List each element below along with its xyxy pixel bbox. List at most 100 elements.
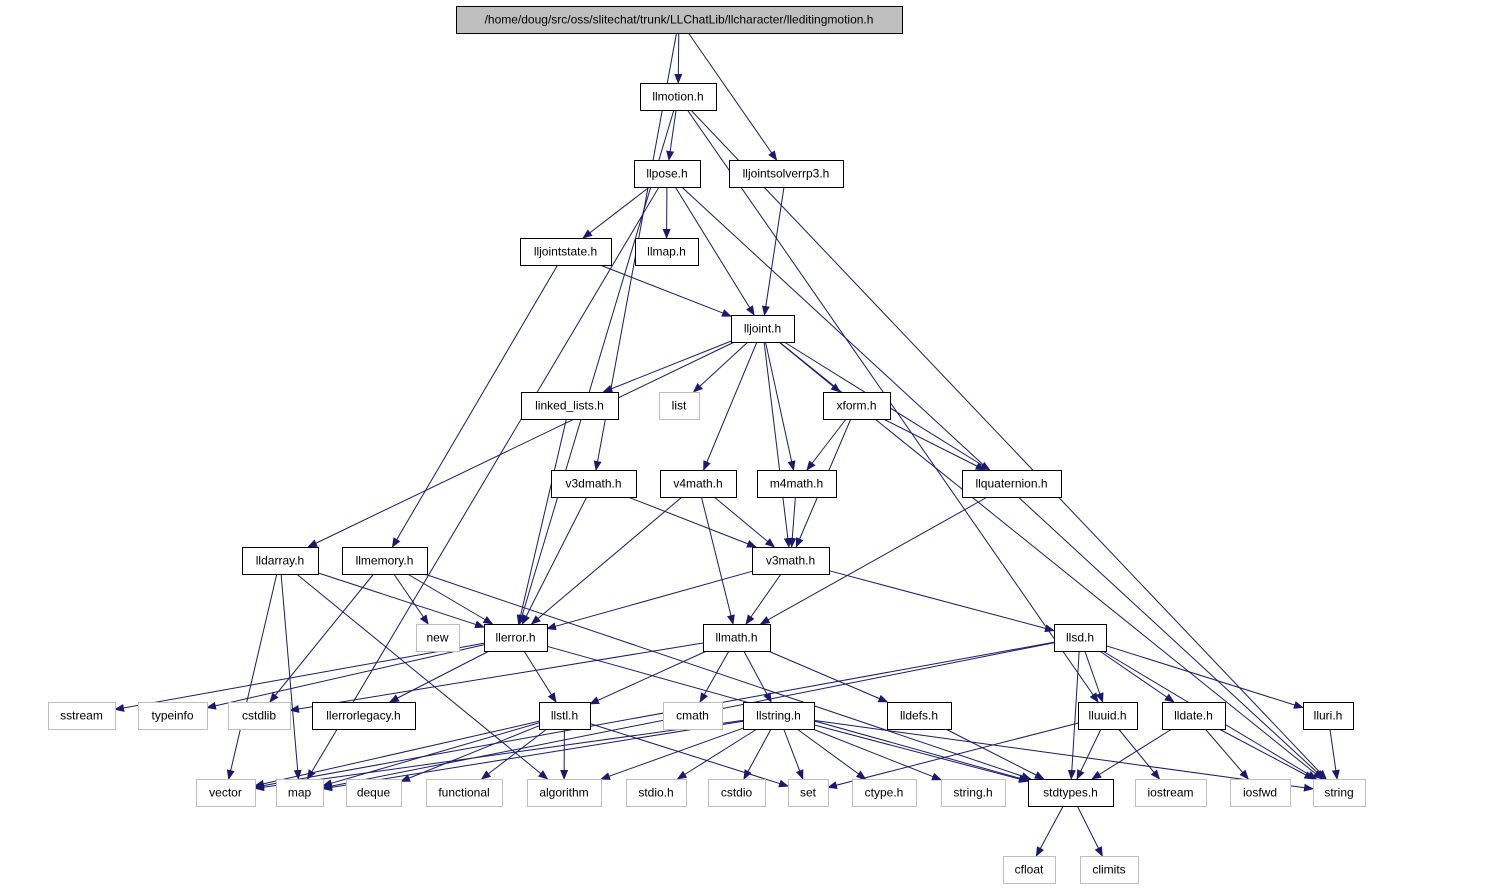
node-llerrorlegacy[interactable]: llerrorlegacy.h [312, 702, 416, 730]
node-lldate[interactable]: lldate.h [1162, 702, 1226, 730]
node-lljointstate[interactable]: lljointstate.h [520, 238, 612, 266]
node-ctype: ctype.h [852, 779, 917, 807]
node-label: llerrorlegacy.h [326, 709, 400, 723]
edge-llpose-to-lljointstate [582, 186, 650, 239]
node-label: stdio.h [638, 786, 673, 800]
node-label: algorithm [539, 786, 588, 800]
node-v3math[interactable]: v3math.h [752, 547, 830, 575]
node-box [626, 779, 687, 807]
node-label: vector [209, 786, 242, 800]
node-llmath[interactable]: llmath.h [703, 624, 771, 652]
edge-llmath-to-lldefs [767, 650, 889, 703]
node-label: typeinfo [151, 709, 193, 723]
edge-lljointstate-to-lljoint [599, 264, 732, 317]
node-box [743, 702, 815, 730]
edge-llmath-to-llstl [589, 650, 707, 705]
node-label: v3dmath.h [565, 477, 621, 491]
node-box [729, 160, 844, 188]
edge-lljointstate-to-llmemory [391, 264, 559, 548]
node-box [228, 702, 291, 730]
node-lldefs[interactable]: lldefs.h [887, 702, 952, 730]
node-llmotion[interactable]: llmotion.h [640, 83, 717, 111]
edge-lldate-to-string [1218, 728, 1315, 780]
node-box [887, 702, 952, 730]
edge-v3math-to-llerror [546, 570, 753, 631]
node-box [1028, 779, 1114, 807]
node-linked-lists[interactable]: linked_lists.h [521, 392, 619, 420]
edge-llmotion-to-llpose [666, 109, 677, 161]
edge-v3math-to-llmath [745, 573, 782, 625]
edge-llstring-to-ctype [796, 728, 867, 780]
node-root[interactable]: /home/doug/src/oss/slitechat/trunk/LLCha… [456, 6, 903, 34]
node-lluuid[interactable]: lluuid.h [1078, 702, 1138, 730]
edge-llsd-to-lldate [1099, 650, 1175, 703]
edge-lldarray-to-vector [226, 573, 278, 780]
node-set: set [788, 779, 829, 807]
node-label: string.h [953, 786, 992, 800]
node-xform[interactable]: xform.h [823, 392, 891, 420]
node-label: lljoint.h [744, 322, 781, 336]
node-box [852, 779, 917, 807]
node-label: set [800, 786, 817, 800]
node-v4math[interactable]: v4math.h [660, 470, 737, 498]
node-box [1078, 702, 1138, 730]
edge-lljoint-to-linked_lists [602, 340, 732, 393]
node-label: deque [357, 786, 391, 800]
node-label: llpose.h [646, 167, 687, 181]
node-label: m4math.h [770, 477, 823, 491]
edge-llstl-to-set [589, 723, 789, 788]
node-llsd[interactable]: llsd.h [1054, 624, 1107, 652]
node-box [640, 83, 717, 111]
edge-llmemory-to-cstdlib [269, 573, 374, 703]
edge-lluuid-to-iostream [1118, 728, 1161, 780]
edge-llmemory-to-stdtypes [424, 573, 1032, 780]
node-iosfwd: iosfwd [1230, 779, 1291, 807]
node-label: lldefs.h [900, 709, 938, 723]
edge-llmath-to-llstring [743, 650, 772, 703]
node-label: llmemory.h [356, 554, 414, 568]
node-stringh: string.h [941, 779, 1006, 807]
edge-llmath-to-cstdlib [289, 642, 704, 713]
node-label: xform.h [836, 399, 876, 413]
node-lluri[interactable]: lluri.h [1303, 702, 1354, 730]
node-box [788, 779, 829, 807]
node-box [138, 702, 208, 730]
node-box [1313, 779, 1366, 807]
node-box [1054, 624, 1107, 652]
node-functional: functional [426, 779, 503, 807]
node-label: string [1324, 786, 1353, 800]
node-llquaternion[interactable]: llquaternion.h [962, 470, 1062, 498]
edge-llstring-to-stdio [676, 728, 758, 780]
node-lldarray[interactable]: lldarray.h [242, 547, 319, 575]
node-llmemory[interactable]: llmemory.h [342, 547, 428, 575]
node-lljoint[interactable]: lljoint.h [731, 315, 795, 343]
edge-llmath-to-cmath [699, 650, 730, 703]
node-m4math[interactable]: m4math.h [757, 470, 837, 498]
node-box [1162, 702, 1226, 730]
edge-lluuid-to-stdtypes [1076, 728, 1102, 780]
node-label: ctype.h [865, 786, 904, 800]
node-sstream: sstream [48, 702, 116, 730]
node-box [527, 779, 602, 807]
edge-linked_lists-to-llerror [516, 418, 567, 625]
node-box [660, 470, 737, 498]
edge-llstring-to-vector [254, 719, 744, 792]
node-lljointsolverrp3[interactable]: lljointsolverrp3.h [729, 160, 844, 188]
node-llpose[interactable]: llpose.h [634, 160, 701, 188]
node-stdtypes[interactable]: stdtypes.h [1028, 779, 1114, 807]
node-v3dmath[interactable]: v3dmath.h [551, 470, 637, 498]
node-llerror[interactable]: llerror.h [484, 624, 548, 652]
node-llstl[interactable]: llstl.h [539, 702, 591, 730]
node-box [752, 547, 830, 575]
edge-llstring-to-cstdio [743, 728, 772, 780]
edge-v3math-to-llsd [828, 570, 1055, 633]
node-llstring[interactable]: llstring.h [743, 702, 815, 730]
node-llmap[interactable]: llmap.h [635, 238, 699, 266]
edge-llsd-to-lluri [1105, 645, 1304, 709]
node-label: linked_lists.h [535, 399, 604, 413]
node-box [456, 6, 903, 34]
node-box [823, 392, 891, 420]
node-box [346, 779, 402, 807]
edge-v4math-to-llmath [700, 496, 735, 625]
edge-llerror-to-typeinfo [206, 644, 485, 710]
